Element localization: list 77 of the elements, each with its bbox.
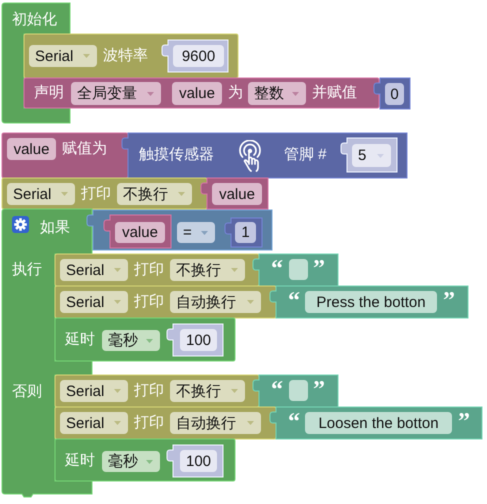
text-block — [269, 407, 482, 439]
dropdown: 毫秒 — [102, 330, 160, 351]
number-block — [166, 445, 223, 477]
dropdown: Serial — [60, 412, 128, 434]
dropdown: = — [177, 222, 215, 243]
block-label: 如果 — [40, 218, 70, 238]
quote-mark: ” — [443, 293, 455, 302]
declare-variable-block — [24, 78, 379, 108]
dropdown: 毫秒 — [102, 451, 160, 472]
block-label: 执行 — [12, 260, 42, 280]
variable-field: value — [172, 82, 222, 105]
sensor-block — [121, 133, 407, 178]
pin-block — [340, 138, 397, 172]
dropdown: 5 — [352, 144, 391, 167]
serial-print-block — [2, 178, 207, 209]
number-field: 1 — [235, 222, 256, 243]
block-label: 声明 — [34, 83, 64, 103]
number-block — [224, 218, 262, 247]
block-label: 波特率 — [103, 46, 148, 66]
serial-print-block — [55, 407, 276, 439]
dropdown: 整数 — [248, 82, 306, 105]
serial-begin-block — [24, 34, 238, 78]
serial-print-block — [55, 254, 259, 286]
number-field: 100 — [180, 450, 217, 472]
variable-field: value — [212, 183, 262, 205]
dropdown: Serial — [60, 380, 128, 402]
block-label: 管脚 # — [284, 145, 327, 165]
block-label: 延时 — [65, 451, 95, 471]
quote-mark: ” — [458, 414, 470, 423]
dropdown: Serial — [29, 45, 97, 67]
block-label: 打印 — [81, 184, 111, 204]
number-field: 100 — [180, 329, 217, 351]
block-label: 初始化 — [12, 10, 57, 30]
variable-field: value — [7, 138, 56, 160]
quote-mark: ” — [313, 261, 325, 270]
block-label: 赋值为 — [62, 139, 107, 159]
number-block — [166, 324, 223, 356]
dropdown: 自动换行 — [170, 291, 261, 313]
dropdown: 全局变量 — [71, 82, 161, 105]
quote-mark: “ — [288, 293, 300, 302]
quote-mark: ” — [313, 382, 325, 391]
text-block — [269, 286, 468, 318]
variable-field: value — [115, 222, 165, 243]
quote-mark: “ — [271, 382, 283, 391]
block-label: 打印 — [134, 260, 164, 280]
text-field: Loosen the botton — [305, 412, 452, 434]
number-block — [161, 40, 228, 72]
block-label: 否则 — [12, 382, 42, 402]
number-field: 0 — [385, 83, 404, 105]
text-field: Press the botton — [305, 291, 437, 313]
quote-mark: “ — [288, 414, 300, 423]
delay-block — [55, 318, 235, 361]
text-block — [252, 254, 338, 286]
dropdown: Serial — [60, 259, 128, 281]
block-label: 打印 — [134, 292, 164, 312]
block-label: 打印 — [134, 413, 164, 433]
text-block — [252, 375, 338, 407]
assign-block — [2, 133, 128, 178]
block-label: 为 — [228, 83, 243, 103]
block-label: 打印 — [134, 381, 164, 401]
dropdown: 不换行 — [170, 380, 245, 402]
number-field: 9600 — [173, 45, 224, 67]
dropdown: Serial — [7, 183, 75, 205]
dropdown: Serial — [60, 291, 128, 313]
delay-block — [55, 439, 235, 481]
serial-print-block — [55, 286, 276, 318]
dropdown: 自动换行 — [170, 412, 261, 434]
dropdown: 不换行 — [170, 259, 245, 281]
serial-print-block — [55, 375, 259, 407]
variable-block — [200, 178, 268, 209]
block-label: 延时 — [65, 330, 95, 350]
block-label: 并赋值 — [312, 83, 357, 103]
compare-block — [86, 210, 272, 250]
block-label: 触摸传感器 — [139, 145, 214, 165]
variable-block — [103, 215, 171, 248]
dropdown: 不换行 — [117, 183, 192, 205]
quote-mark: “ — [271, 261, 283, 270]
